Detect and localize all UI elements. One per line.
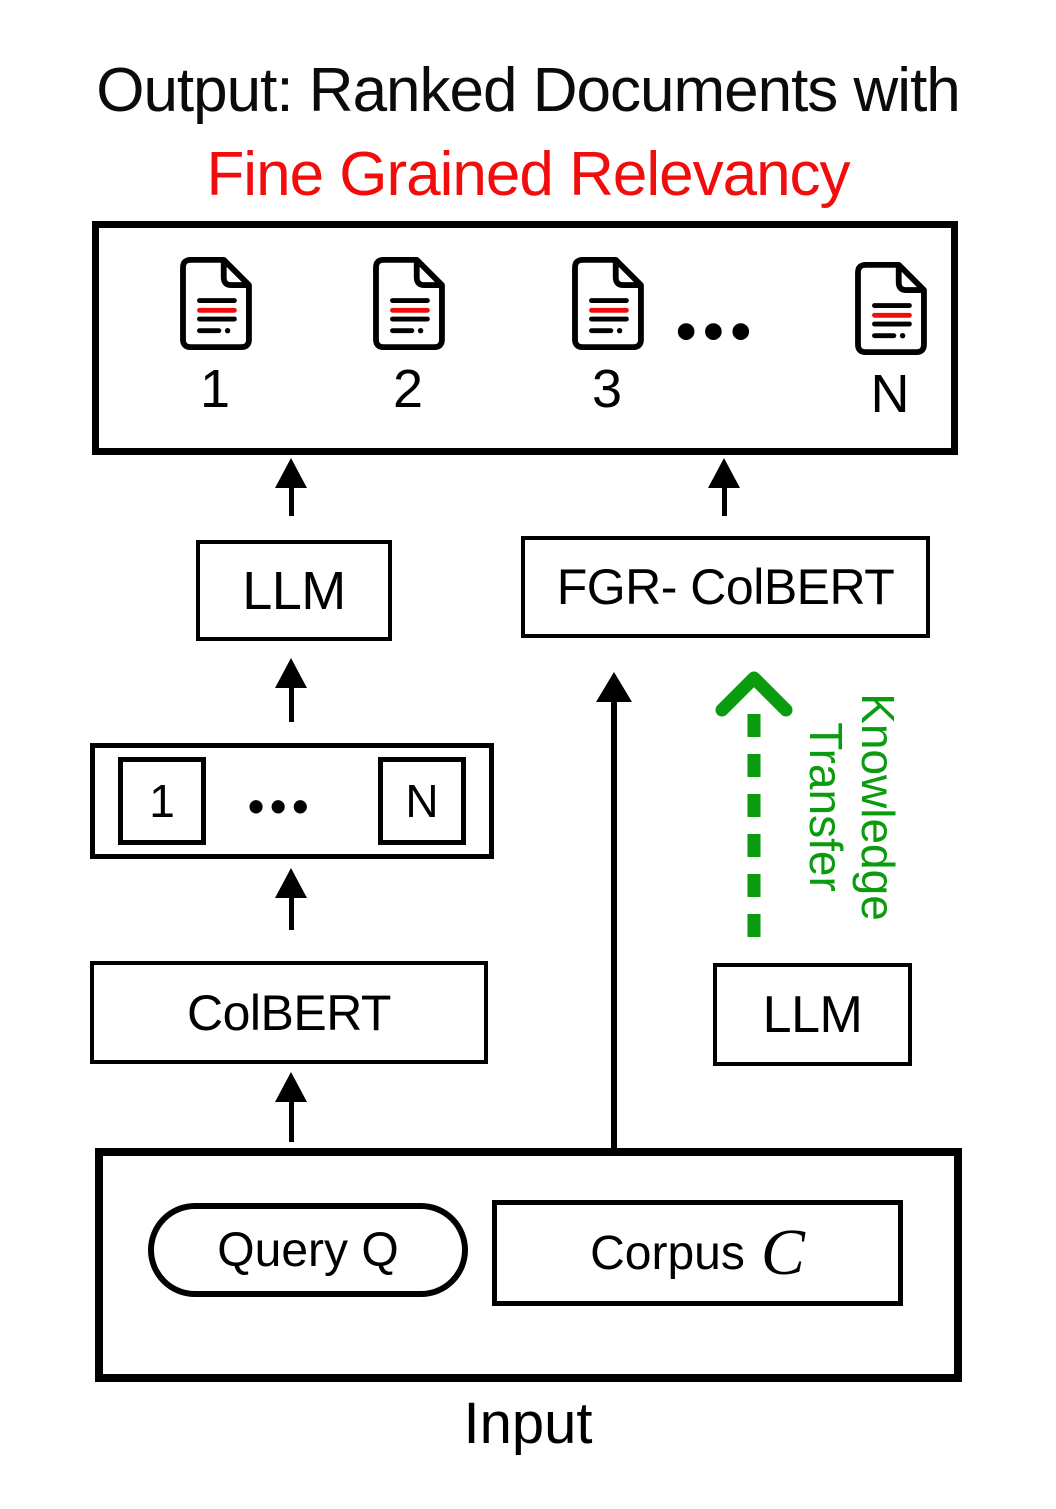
arrowhead-icon: [275, 458, 307, 488]
ranked-document-1: 1: [145, 255, 285, 416]
page-subtitle-highlight: Fine Grained Relevancy: [206, 140, 850, 209]
knowledge-transfer-arrow: [715, 671, 793, 946]
input-box: Query Q Corpus C: [95, 1148, 962, 1382]
arrow-colbert-to-tokens: [275, 868, 307, 930]
arrow-input-to-colbert: [275, 1072, 307, 1142]
document-rank-label: 1: [199, 359, 231, 419]
node-label: LLM: [242, 560, 346, 621]
arrow-tokens-to-llm: [275, 658, 307, 722]
knowledge-transfer-line1: Knowledge: [852, 693, 904, 921]
query-label: Query Q: [217, 1223, 399, 1277]
node-llm-right: LLM: [713, 963, 912, 1066]
document-rank-label: 2: [392, 359, 424, 419]
node-colbert: ColBERT: [90, 961, 488, 1064]
ranked-document-3: 3: [537, 255, 677, 416]
token-label: N: [405, 775, 439, 827]
document-rank-label: 3: [591, 359, 623, 419]
knowledge-transfer-label: Knowledge Transfer: [797, 662, 904, 952]
knowledge-transfer-line2: Transfer: [800, 722, 853, 892]
arrowhead-icon: [275, 868, 307, 898]
document-icon: [180, 256, 252, 351]
arrow-fgr-to-output: [708, 458, 740, 516]
document-icon: [855, 261, 927, 356]
page-title: Output: Ranked Documents with: [96, 56, 961, 125]
arrow-input-to-fgr: [596, 672, 632, 1148]
token-label: 1: [149, 775, 175, 827]
arrowhead-icon: [275, 1072, 307, 1102]
document-icon: [572, 256, 644, 351]
node-llm-left: LLM: [196, 540, 392, 641]
query-pill: Query Q: [148, 1203, 468, 1297]
arrowhead-icon: [708, 458, 740, 488]
token-first: 1: [118, 757, 206, 845]
ranked-document-n: N: [820, 260, 960, 421]
corpus-symbol: C: [760, 1216, 805, 1290]
documents-ellipsis: •••: [676, 299, 758, 364]
arrow-llm-to-output: [275, 458, 307, 516]
corpus-box: Corpus C: [492, 1200, 903, 1306]
corpus-label: Corpus: [590, 1226, 745, 1280]
node-label: LLM: [762, 985, 863, 1044]
arrowhead-icon: [596, 672, 632, 702]
dashed-arrowhead-icon: [715, 671, 793, 717]
node-label: ColBERT: [187, 984, 391, 1041]
node-fgr-colbert: FGR- ColBERT: [521, 536, 930, 638]
token-last: N: [378, 757, 466, 845]
token-sequence-box: 1 ••• N: [90, 743, 494, 859]
ranked-documents-box: 1 2 3: [92, 221, 958, 455]
node-label: FGR- ColBERT: [556, 559, 895, 615]
input-caption: Input: [463, 1391, 593, 1456]
document-rank-label: N: [870, 364, 910, 424]
arrowhead-icon: [275, 658, 307, 688]
document-icon: [373, 256, 445, 351]
tokens-ellipsis: •••: [248, 780, 315, 832]
ranked-document-2: 2: [338, 255, 478, 416]
